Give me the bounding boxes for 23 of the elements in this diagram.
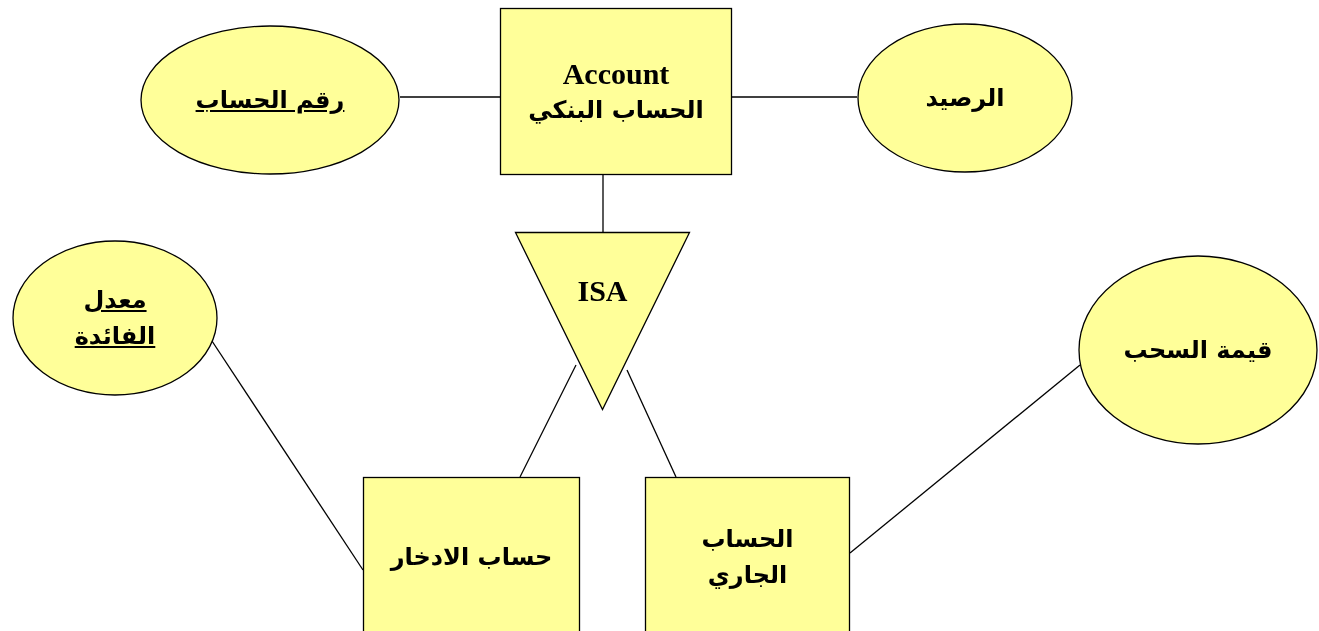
- entity-box: [500, 8, 732, 175]
- connector-line: [519, 364, 577, 478]
- node-text: Account: [562, 55, 670, 92]
- connector-line: [602, 174, 604, 233]
- isa-triangle: [515, 232, 690, 410]
- node-text: قيمة السحب: [1123, 335, 1273, 366]
- connector-line: [399, 96, 501, 98]
- node-text: الحساب الجاري: [700, 524, 795, 591]
- entity-box: [645, 477, 850, 631]
- node-text: حساب الادخار: [390, 542, 553, 573]
- connector-line: [849, 364, 1081, 554]
- attribute-ellipse: [140, 25, 400, 175]
- attribute-ellipse: [857, 23, 1073, 173]
- attribute-ellipse: [1078, 255, 1318, 445]
- node-text: معدل الفائدة: [73, 285, 157, 352]
- node-text: الرصيد: [925, 83, 1005, 114]
- entity-box: [363, 477, 580, 631]
- node-text: رقم الحساب: [195, 85, 345, 116]
- connector-line: [626, 369, 677, 478]
- connector-line: [731, 96, 858, 98]
- node-text: ISA: [577, 273, 628, 309]
- attribute-ellipse: [12, 240, 218, 396]
- node-text: الحساب البنكي: [528, 94, 704, 126]
